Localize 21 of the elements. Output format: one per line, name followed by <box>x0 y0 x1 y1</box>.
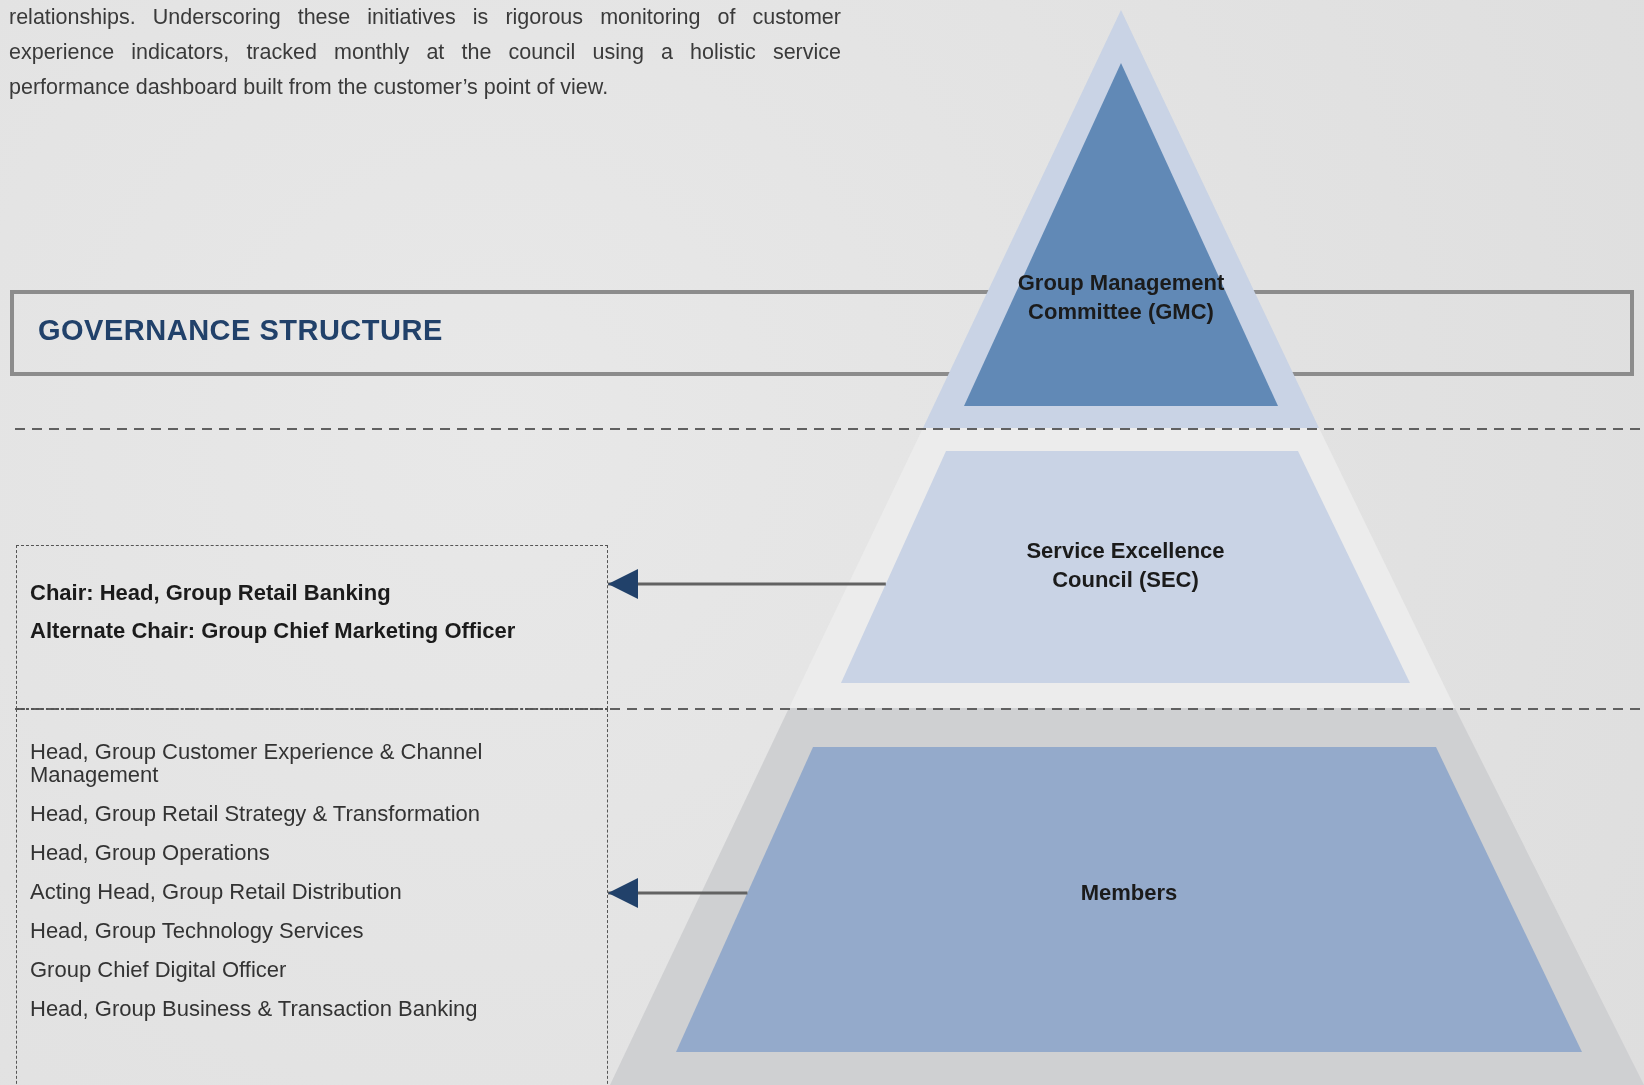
chair-text: Alternate Chair: Group Chief Marketing Officer <box>30 618 516 644</box>
arrow <box>608 569 886 599</box>
tier-label: Members <box>1079 879 1179 907</box>
tier-label: Group Management Committee (GMC) <box>1016 269 1226 326</box>
member-text: Head, Group Customer Experience & Channel Management <box>30 740 484 786</box>
body-paragraph: relationships. Underscoring these initiatives is rigorous monitoring of customer experience indicators, tracked monthly at the council using a holistic service performance dashboard built from the customer’s point of view. <box>9 4 841 101</box>
member-text: Head, Group Technology Services <box>30 919 365 942</box>
arrow <box>608 878 748 908</box>
member-text: Head, Group Retail Strategy & Transformation <box>30 802 481 825</box>
member-text: Head, Group Operations <box>30 841 271 864</box>
info-panel <box>16 545 608 709</box>
pyramid-tier <box>676 747 1582 1052</box>
info-panel <box>16 709 608 1085</box>
pyramid-tier <box>841 451 1410 683</box>
member-text: Group Chief Digital Officer <box>30 958 288 981</box>
chair-text: Chair: Head, Group Retail Banking <box>30 580 391 606</box>
member-text: Acting Head, Group Retail Distribution <box>30 880 403 903</box>
pyramid-tier <box>964 63 1278 406</box>
section-heading: GOVERNANCE STRUCTURE <box>38 314 443 347</box>
tier-label: Service Excellence Council (SEC) <box>1025 537 1226 594</box>
member-text: Head, Group Business & Transaction Banking <box>30 997 479 1020</box>
